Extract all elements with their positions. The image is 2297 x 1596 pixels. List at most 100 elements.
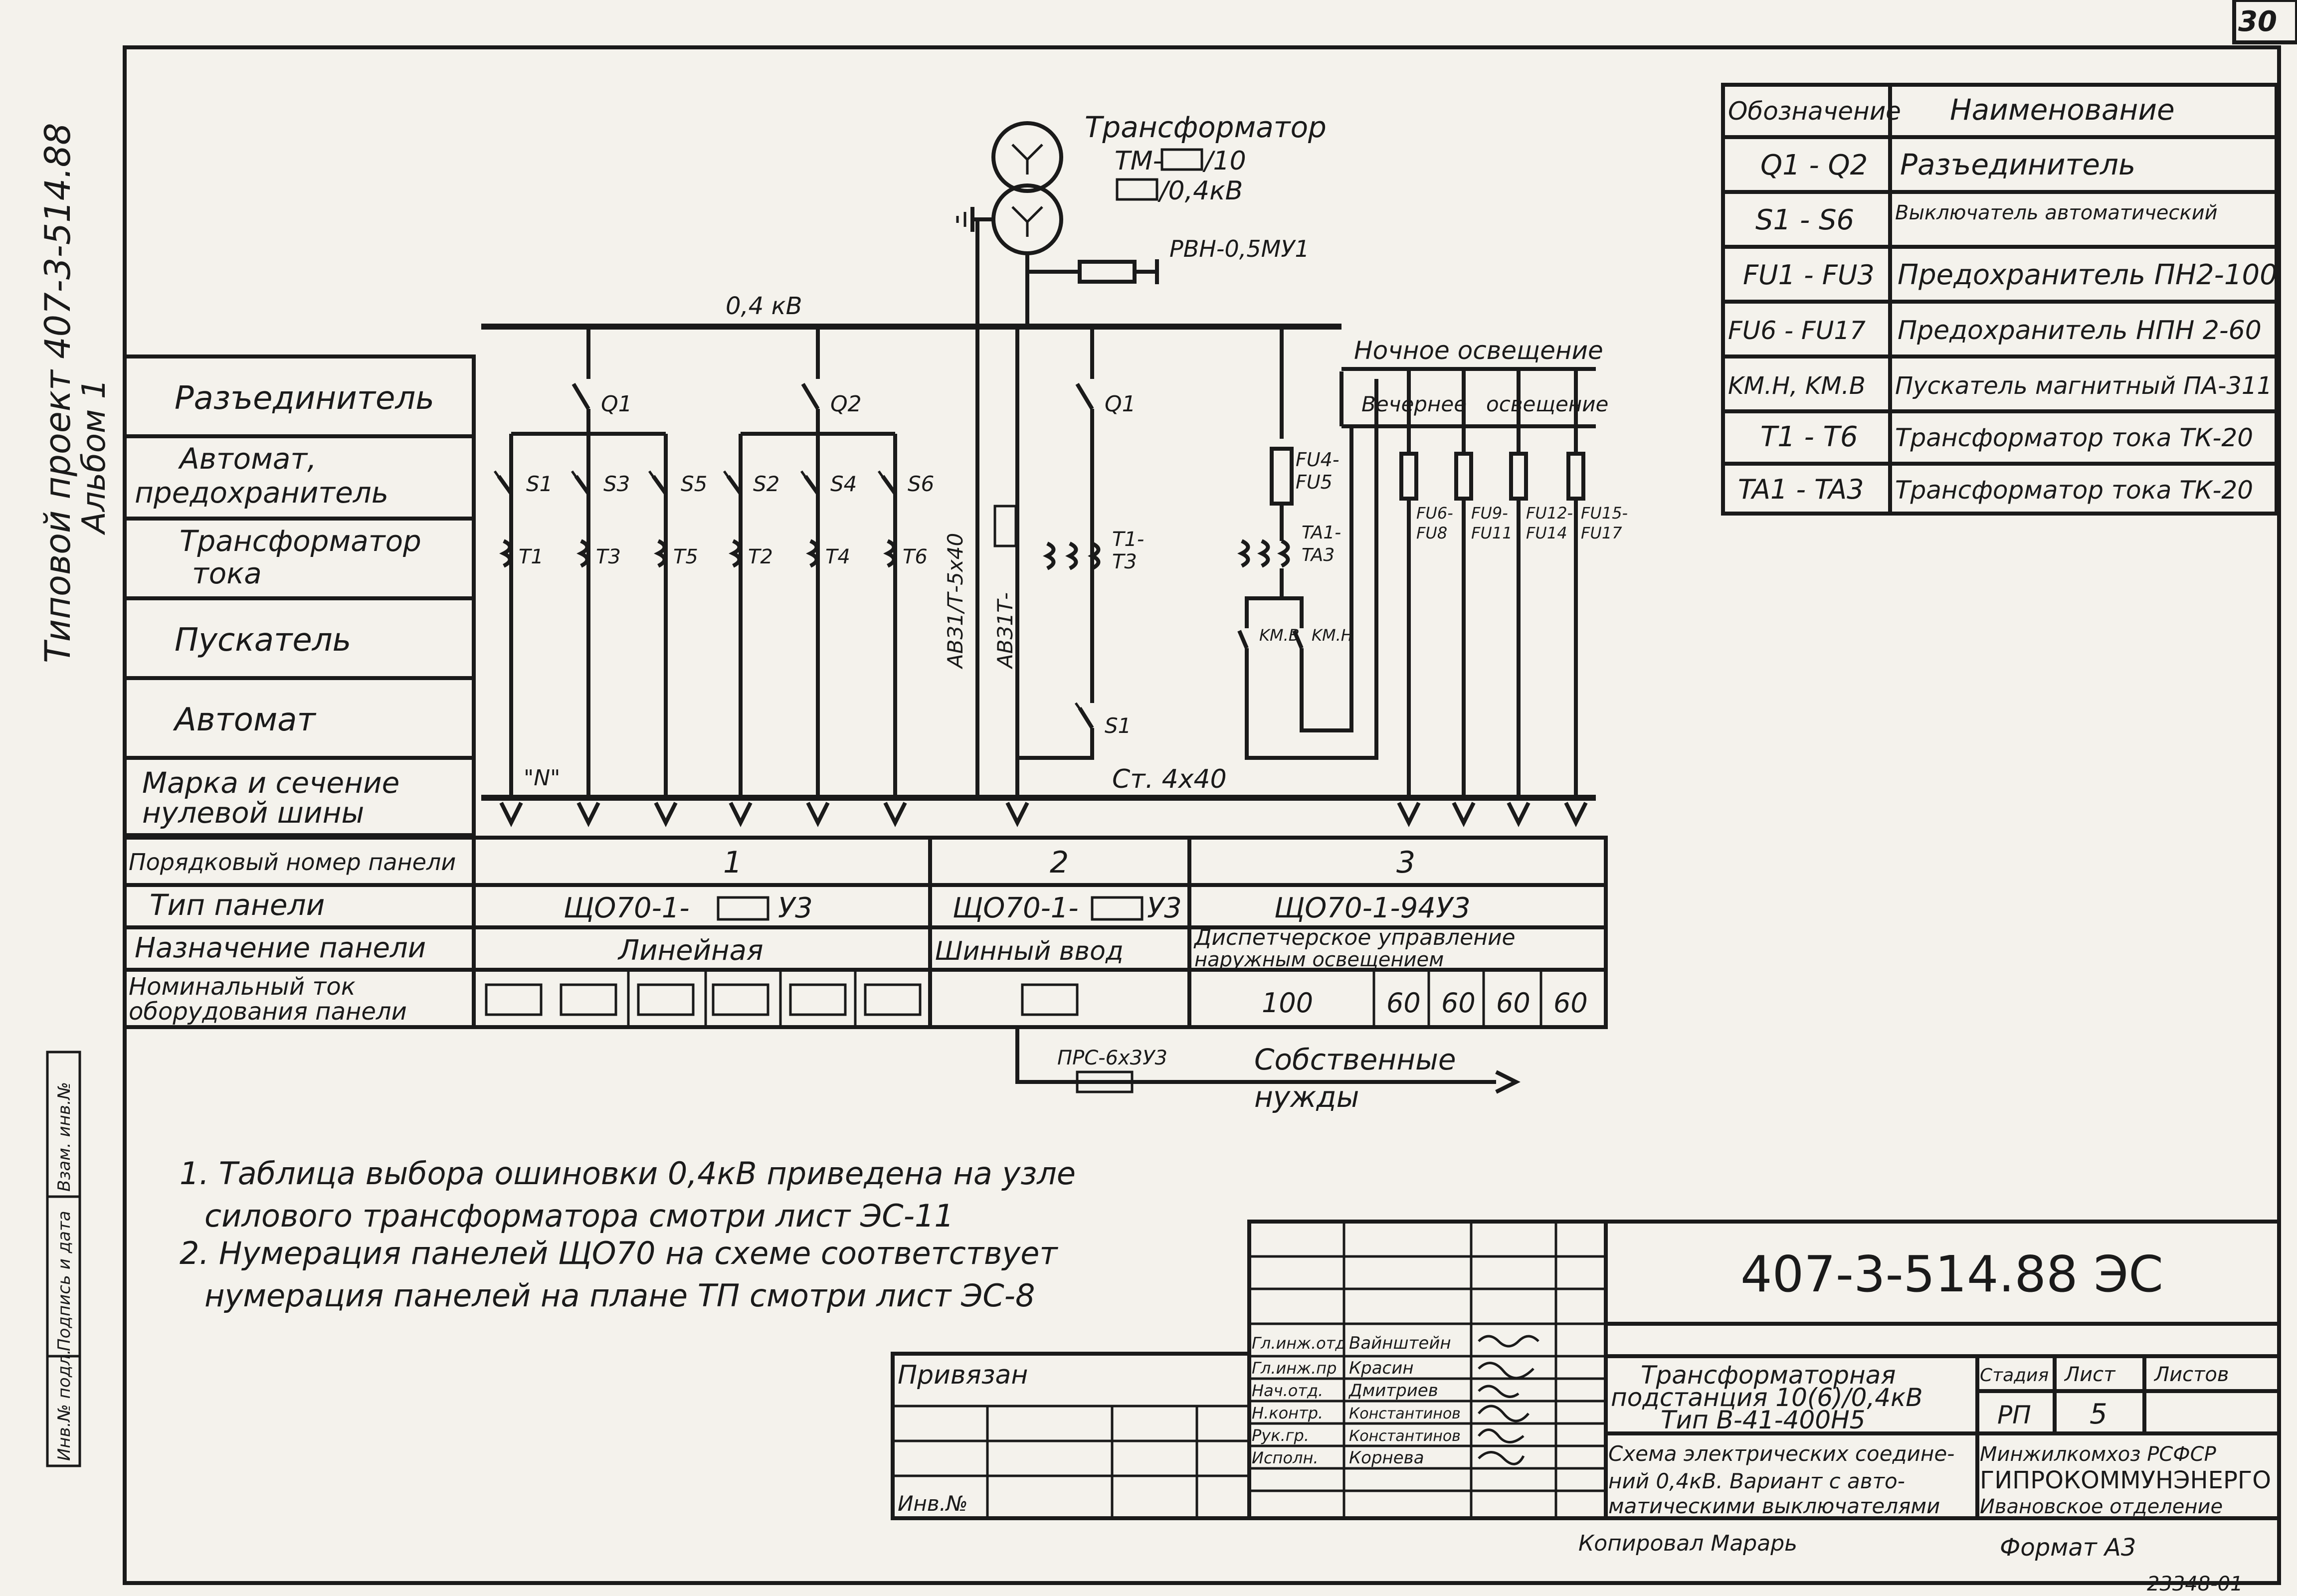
legend-header-designation: Обозначение bbox=[1728, 97, 1901, 126]
left-stamp-strip: Инв.№ подл. Подпись и дата Взам. инв.№ bbox=[46, 1051, 81, 1467]
doc-number: 407-3-514.88 ЭС bbox=[1740, 1245, 2163, 1303]
sheet-value: 5 bbox=[2090, 1398, 2107, 1430]
breaker-s4 bbox=[800, 470, 820, 495]
title-block: 407-3-514.88 ЭС Привязан Инв.№ Гл.инж.от… bbox=[891, 1220, 2281, 1562]
evening-lighting-label-2: освещение bbox=[1486, 392, 1608, 416]
panel-3-current-4: 60 bbox=[1496, 987, 1531, 1019]
title-line-2: подстанция 10(6)/0,4кВ bbox=[1611, 1383, 1923, 1412]
subtitle-line-3: матическими выключателями bbox=[1608, 1494, 1940, 1518]
sheets-header: Листов bbox=[2153, 1363, 2229, 1386]
legend-row-4-name: Предохранитель НПН 2-60 bbox=[1898, 316, 2262, 346]
sheet-header: Лист bbox=[2064, 1363, 2116, 1386]
legend-row-1-designation: Q1 - Q2 bbox=[1760, 149, 1868, 181]
subtitle-line-2: ний 0,4кВ. Вариант с авто- bbox=[1608, 1469, 1905, 1493]
notes: 1. Таблица выбора ошиновки 0,4кВ приведе… bbox=[180, 1155, 1076, 1314]
row-label-starter: Пускатель bbox=[175, 622, 351, 659]
row-label-breaker-1: Автомат, bbox=[178, 442, 317, 476]
role-1: Гл.инж.отд bbox=[1252, 1334, 1346, 1353]
current-box-panel-2 bbox=[1021, 983, 1079, 1016]
ta-a-label: TA1- bbox=[1302, 523, 1341, 543]
legend-row-5-name: Пускатель магнитный ПА-311 bbox=[1895, 372, 2272, 400]
s2-label: S2 bbox=[753, 472, 779, 496]
legend-row-4-designation: FU6 - FU17 bbox=[1728, 316, 1866, 345]
neutral-bus-label: Ст. 4х40 bbox=[1112, 764, 1227, 794]
s5-label: S5 bbox=[681, 472, 707, 496]
note-2-line-2: нумерация панелей на плане ТП смотри лис… bbox=[204, 1277, 1035, 1314]
aux-label-1: Собственные bbox=[1254, 1043, 1456, 1076]
legend-row-7-designation: TA1 - TA3 bbox=[1738, 474, 1864, 505]
ta-b-label: TA3 bbox=[1302, 545, 1335, 565]
role-2: Гл.инж.пр bbox=[1252, 1359, 1337, 1378]
stamp-sign: Подпись и дата bbox=[54, 1211, 74, 1351]
fu15-label-b: FU17 bbox=[1581, 524, 1622, 542]
s3-label: S3 bbox=[603, 472, 630, 496]
panel-3-current-2: 60 bbox=[1386, 987, 1421, 1019]
panel-2-type-suffix: У3 bbox=[1147, 892, 1182, 924]
org-line-1: Минжилкомхоз РСФСР bbox=[1980, 1443, 2217, 1466]
copied-by: Копировал Марарь bbox=[1578, 1531, 1797, 1556]
legend-row-7-name: Трансформатор тока ТК-20 bbox=[1895, 476, 2253, 505]
role-5: Рук.гр. bbox=[1252, 1426, 1309, 1445]
legend-row-3-name: Предохранитель ПН2-100 bbox=[1898, 259, 2278, 291]
org-line-3: Ивановское отделение bbox=[1980, 1495, 2223, 1518]
name-6: Корнева bbox=[1349, 1448, 1424, 1468]
panel-table-type-header: Тип панели bbox=[150, 888, 325, 922]
s1-label: S1 bbox=[526, 472, 553, 496]
name-5: Константинов bbox=[1349, 1427, 1461, 1445]
current-box-2 bbox=[560, 983, 617, 1016]
panel-2-purpose: Шинный ввод bbox=[935, 936, 1124, 966]
feeder-cable-2: АВЗ1Т- bbox=[993, 592, 1017, 670]
neutral-terminals bbox=[499, 802, 1588, 827]
role-6: Исполн. bbox=[1252, 1448, 1319, 1467]
ct-t1: T1 bbox=[519, 545, 544, 568]
title-line-1: Трансформаторная bbox=[1641, 1361, 1896, 1390]
name-2: Красин bbox=[1349, 1358, 1414, 1378]
stamp-inv: Инв.№ подл. bbox=[54, 1349, 74, 1461]
name-3: Дмитриев bbox=[1348, 1381, 1438, 1401]
ct-t2: T2 bbox=[748, 545, 773, 568]
side-title-project: Типовой проект 407-3-514.88 bbox=[37, 123, 78, 663]
transformer-type-suffix: /10 bbox=[1202, 146, 1246, 176]
s6-label: S6 bbox=[908, 472, 934, 496]
sheet-number: 30 bbox=[2238, 5, 2277, 38]
current-box-6 bbox=[864, 983, 922, 1016]
row-label-automat: Автомат bbox=[173, 702, 316, 738]
legend-row-6-name: Трансформатор тока ТК-20 bbox=[1895, 423, 2253, 452]
name-4: Константинов bbox=[1349, 1405, 1461, 1422]
q1-label: Q1 bbox=[601, 391, 632, 417]
lighting-fuse-fu6 bbox=[1399, 369, 1418, 798]
lighting-fuse-fu15 bbox=[1566, 369, 1585, 798]
current-box-5 bbox=[789, 983, 847, 1016]
panel-3-current-1: 100 bbox=[1262, 987, 1313, 1019]
stage-value: РП bbox=[1997, 1401, 2031, 1429]
transformer-type-prefix: ТМ- bbox=[1115, 146, 1162, 176]
aux-label-2: нужды bbox=[1254, 1080, 1359, 1114]
schematic: Трансформатор ТМ- /10 /0,4кВ РВН-0,5МУ1 … bbox=[481, 110, 1628, 1114]
fu6-label-a: FU6- bbox=[1416, 504, 1453, 523]
evening-lighting-label-1: Вечернее bbox=[1361, 392, 1467, 416]
arrester-label: РВН-0,5МУ1 bbox=[1169, 235, 1310, 262]
current-box-4 bbox=[712, 983, 769, 1016]
legend-row-1-name: Разъединитель bbox=[1900, 148, 2135, 181]
panel-number-3: 3 bbox=[1396, 845, 1415, 880]
current-box-3 bbox=[637, 983, 695, 1016]
panel-number-1: 1 bbox=[723, 845, 742, 880]
breaker-s6 bbox=[877, 470, 897, 495]
row-label-ct-2: тока bbox=[192, 556, 262, 590]
panel-table-current-header-1: Номинальный ток bbox=[129, 973, 356, 1001]
transformer-label: Трансформатор bbox=[1085, 110, 1327, 144]
panel-table-purpose-header: Назначение панели bbox=[135, 932, 426, 964]
org-line-2: ГИПРОКОММУНЭНЕРГО bbox=[1980, 1466, 2271, 1494]
legend-row-6-designation: T1 - T6 bbox=[1760, 421, 1858, 453]
panel-2-type-prefix: ЩО70-1- bbox=[953, 892, 1079, 924]
lighting-fuse-fu12 bbox=[1509, 369, 1528, 798]
kmv-label: KM.B bbox=[1259, 626, 1300, 645]
s4-label: S4 bbox=[830, 472, 857, 496]
ct-t13-a: T1- bbox=[1112, 528, 1144, 551]
note-1-line-1: 1. Таблица выбора ошиновки 0,4кВ приведе… bbox=[180, 1155, 1076, 1192]
breaker-s5 bbox=[648, 470, 668, 495]
legend-row-3-designation: FU1 - FU3 bbox=[1743, 259, 1875, 291]
fu9-label-b: FU11 bbox=[1471, 524, 1513, 542]
fu12-label-a: FU12- bbox=[1526, 504, 1573, 523]
